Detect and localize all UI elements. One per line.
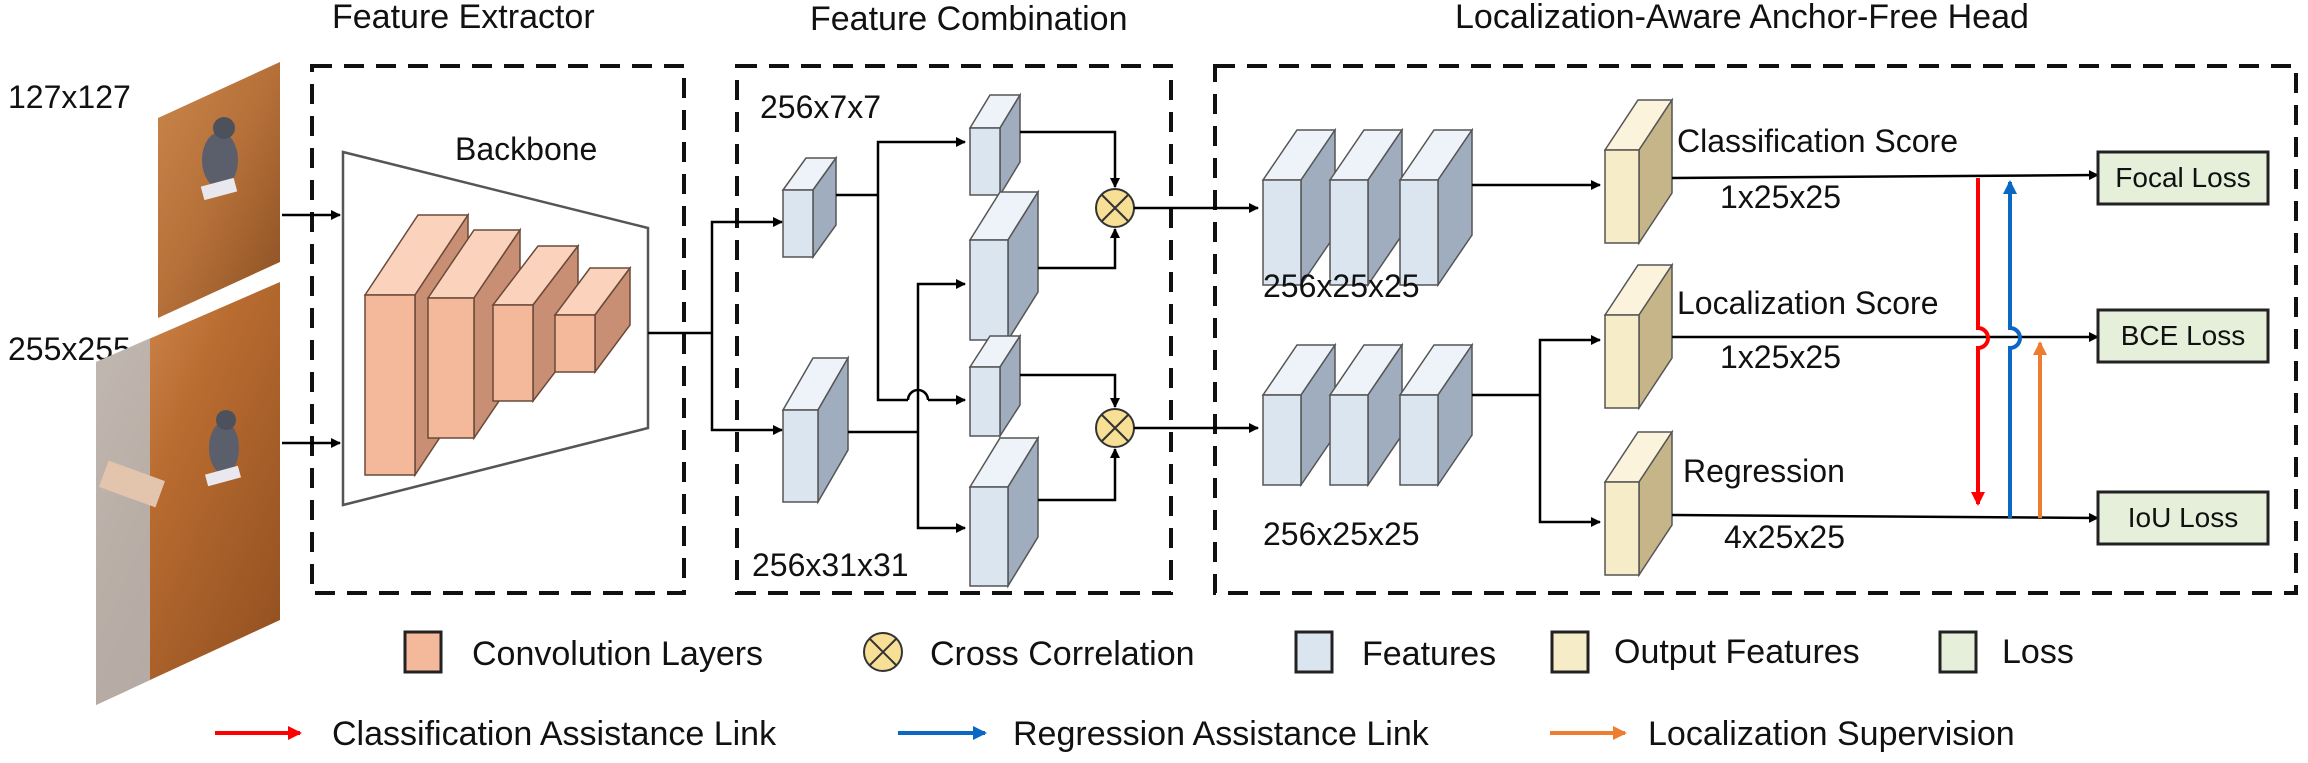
legend-cls-link-label: Classification Assistance Link [332, 715, 777, 753]
search-feature-dim: 256x31x31 [752, 547, 909, 583]
localization-output-block [1603, 262, 1674, 411]
cls-search-feature [968, 189, 1040, 343]
classification-score-label: Classification Score [1677, 123, 1958, 159]
search-feature-block [781, 355, 850, 505]
regression-output-block [1603, 429, 1674, 578]
combination-wiring [836, 130, 1120, 533]
reg-to-iou-line [1671, 512, 2099, 523]
template-feature-block [781, 155, 838, 260]
conv-block-4 [553, 265, 632, 375]
legend-xcorr-label: Cross Correlation [930, 635, 1195, 673]
head-title: Localization-Aware Anchor-Free Head [1455, 0, 2029, 36]
bce-loss-label: BCE Loss [2121, 320, 2246, 351]
legend-xcorr-icon [863, 632, 903, 672]
template-image [158, 62, 280, 318]
head-wiring [1472, 180, 1601, 527]
regression-label: Regression [1683, 453, 1845, 489]
feature-combination-title: Feature Combination [810, 0, 1128, 38]
localization-score-dim: 1x25x25 [1720, 339, 1841, 375]
feature-combination-box [735, 64, 1173, 595]
head-top-stack [1261, 127, 1474, 288]
bce-loss-box: BCE Loss [2096, 308, 2270, 364]
legend-conv-label: Convolution Layers [472, 635, 763, 673]
legend-output-label: Output Features [1614, 633, 1860, 671]
legend-reg-link-label: Regression Assistance Link [1013, 715, 1430, 753]
backbone-output-lines [648, 217, 783, 435]
focal-loss-box: Focal Loss [2096, 150, 2270, 206]
iou-loss-box: IoU Loss [2096, 490, 2270, 546]
localization-score-label: Localization Score [1677, 285, 1938, 321]
legend-loss-label: Loss [2002, 633, 2074, 671]
head-box [1213, 64, 2298, 595]
cls-to-focal-line [1671, 170, 2099, 181]
legend-features-label: Features [1362, 635, 1496, 673]
cross-correlation-reg [1095, 408, 1135, 448]
head-top-dim: 256x25x25 [1263, 268, 1420, 304]
template-size-label: 127x127 [8, 79, 131, 115]
reg-search-feature [968, 435, 1040, 589]
feature-extractor-title: Feature Extractor [332, 0, 595, 36]
classification-assistance-link [1971, 178, 1990, 506]
iou-loss-label: IoU Loss [2128, 502, 2239, 533]
classification-output-block [1603, 97, 1674, 246]
reg-template-feature [968, 333, 1022, 439]
search-image [96, 282, 280, 705]
legend-loss-swatch [1938, 630, 1978, 674]
backbone-label: Backbone [455, 131, 597, 167]
cross-correlation-cls [1095, 188, 1135, 228]
legend-output-swatch [1550, 630, 1590, 674]
regression-assistance-link [2003, 180, 2022, 518]
legend-conv-swatch [403, 630, 443, 674]
classification-score-dim: 1x25x25 [1720, 179, 1841, 215]
regression-dim: 4x25x25 [1724, 519, 1845, 555]
legend-loc-supervision-label: Localization Supervision [1648, 715, 2015, 753]
conv-block-3 [491, 243, 580, 404]
legend-features-swatch [1294, 630, 1334, 674]
template-feature-dim: 256x7x7 [760, 89, 881, 125]
focal-loss-label: Focal Loss [2115, 162, 2250, 193]
cls-template-feature [968, 92, 1022, 198]
head-bottom-dim: 256x25x25 [1263, 516, 1420, 552]
head-bottom-stack [1261, 342, 1474, 488]
